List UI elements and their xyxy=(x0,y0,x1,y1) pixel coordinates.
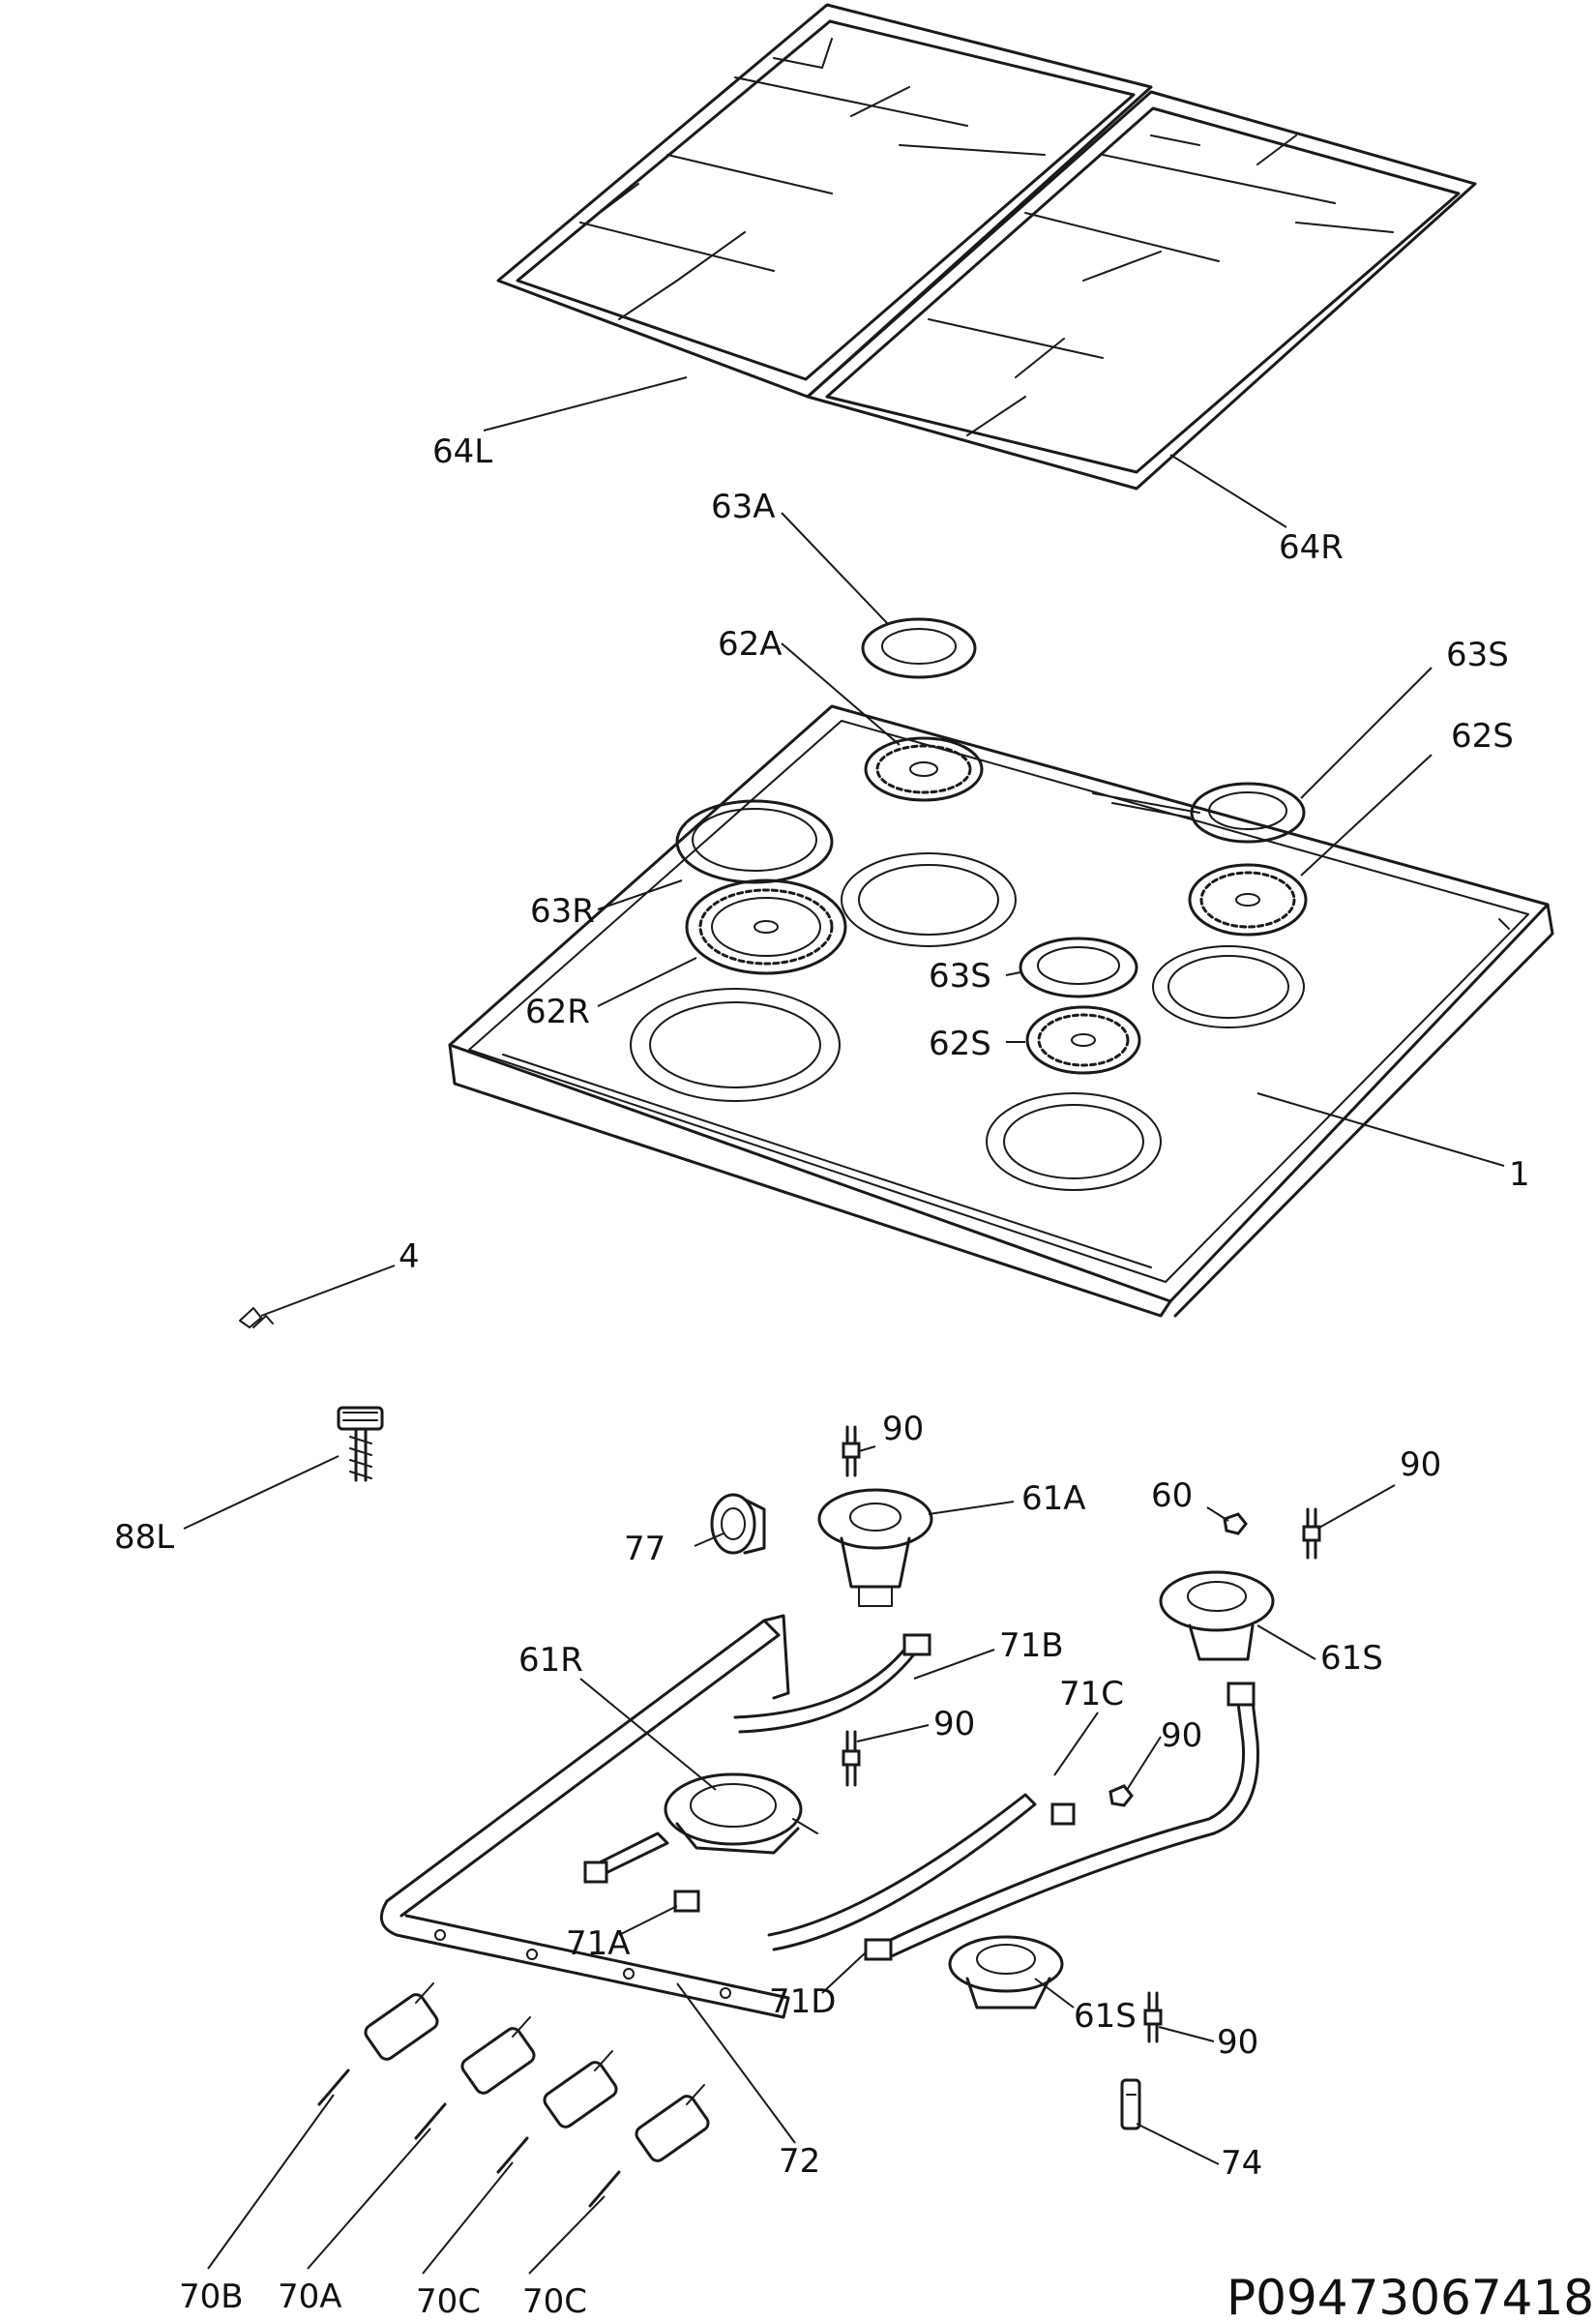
electrode-90-e xyxy=(1143,1991,1163,2043)
hob-top-plate xyxy=(448,704,1554,1318)
clip-4 xyxy=(239,1307,274,1328)
pan-support-left xyxy=(496,3,1153,399)
nut-90-d xyxy=(1108,1784,1134,1807)
gas-pipe-71A xyxy=(583,1831,669,1884)
burner-head-62A xyxy=(864,736,984,802)
electrode-90-b xyxy=(1302,1507,1321,1560)
gas-tap-70C-1 xyxy=(496,2050,618,2174)
gas-tap-70C-2 xyxy=(588,2084,710,2208)
label-4: 4 xyxy=(399,1237,420,1276)
label-88L: 88L xyxy=(114,1518,174,1557)
label-70A: 70A xyxy=(278,2277,342,2316)
label-90-e: 90 xyxy=(1217,2023,1258,2062)
nut-60 xyxy=(1223,1512,1248,1535)
burner-head-62S-mid xyxy=(1025,1005,1141,1075)
gas-tap-70A xyxy=(414,2016,536,2140)
leader-lines xyxy=(183,376,1505,2275)
burner-cap-63A xyxy=(861,617,977,679)
part-labels: 64L 64R 63A 62A 63S 62S 63R 62R 63S 62S … xyxy=(114,432,1594,2322)
hob-seat-right xyxy=(1152,945,1305,1028)
label-63S-top: 63S xyxy=(1446,636,1509,674)
gas-pipe-71D xyxy=(864,1682,1259,1961)
label-60: 60 xyxy=(1151,1476,1193,1515)
label-62R: 62R xyxy=(525,993,590,1031)
electrode-90-c xyxy=(842,1730,861,1787)
pan-support-right xyxy=(806,90,1477,491)
label-90-c: 90 xyxy=(933,1705,975,1743)
burner-cup-61A xyxy=(817,1488,933,1607)
label-71C: 71C xyxy=(1059,1675,1124,1713)
label-62S-top: 62S xyxy=(1451,717,1514,756)
label-70B: 70B xyxy=(179,2277,244,2316)
label-90-a: 90 xyxy=(882,1410,924,1448)
burner-head-62R xyxy=(685,878,847,975)
burner-cap-63S-mid xyxy=(1019,937,1138,998)
label-70C-2: 70C xyxy=(522,2282,587,2321)
label-61A: 61A xyxy=(1021,1479,1086,1518)
label-71A: 71A xyxy=(566,1924,631,1963)
gas-pipe-71B xyxy=(733,1633,931,1734)
label-1: 1 xyxy=(1509,1155,1530,1194)
burner-head-62S-top xyxy=(1188,863,1308,937)
hob-seat-center-top xyxy=(841,852,1017,947)
label-61R: 61R xyxy=(518,1641,583,1680)
label-74: 74 xyxy=(1221,2144,1262,2183)
drawing-code: P09473067418 xyxy=(1227,2270,1594,2322)
burner-cup-61S-top xyxy=(1159,1570,1275,1661)
label-62S-mid: 62S xyxy=(929,1025,991,1063)
label-64R: 64R xyxy=(1279,528,1344,567)
burner-cup-61R xyxy=(664,1772,818,1855)
label-61S-bottom: 61S xyxy=(1074,1997,1137,2036)
label-64L: 64L xyxy=(432,432,492,471)
label-90-b: 90 xyxy=(1400,1445,1441,1484)
label-72: 72 xyxy=(779,2142,820,2181)
electrode-90-a xyxy=(842,1425,861,1477)
label-61S-top: 61S xyxy=(1320,1639,1383,1678)
label-77: 77 xyxy=(624,1530,665,1568)
hob-seat-left-front xyxy=(630,988,841,1102)
gas-pipe-71C xyxy=(767,1793,1076,1951)
label-71D: 71D xyxy=(769,1982,836,2021)
gas-tap-70B xyxy=(317,1982,439,2106)
label-70C-1: 70C xyxy=(416,2282,481,2321)
label-63R: 63R xyxy=(530,892,595,931)
label-63S-mid: 63S xyxy=(929,957,991,996)
label-90-d: 90 xyxy=(1161,1716,1202,1755)
gas-pipe-71A-fitting xyxy=(673,1890,700,1913)
label-71B: 71B xyxy=(999,1626,1064,1665)
screw-88L xyxy=(337,1406,384,1482)
gas-manifold-72 xyxy=(379,1614,790,2019)
burner-cup-61S-bottom xyxy=(948,1935,1064,2009)
burner-cap-63S-top xyxy=(1190,782,1306,844)
label-63A: 63A xyxy=(711,488,776,526)
burner-seat-63R-ring xyxy=(675,799,834,884)
thermocouple-74 xyxy=(1120,2078,1141,2130)
hob-seat-right-front xyxy=(986,1092,1162,1191)
injector-holder-77 xyxy=(710,1493,766,1555)
label-62A: 62A xyxy=(718,625,783,664)
